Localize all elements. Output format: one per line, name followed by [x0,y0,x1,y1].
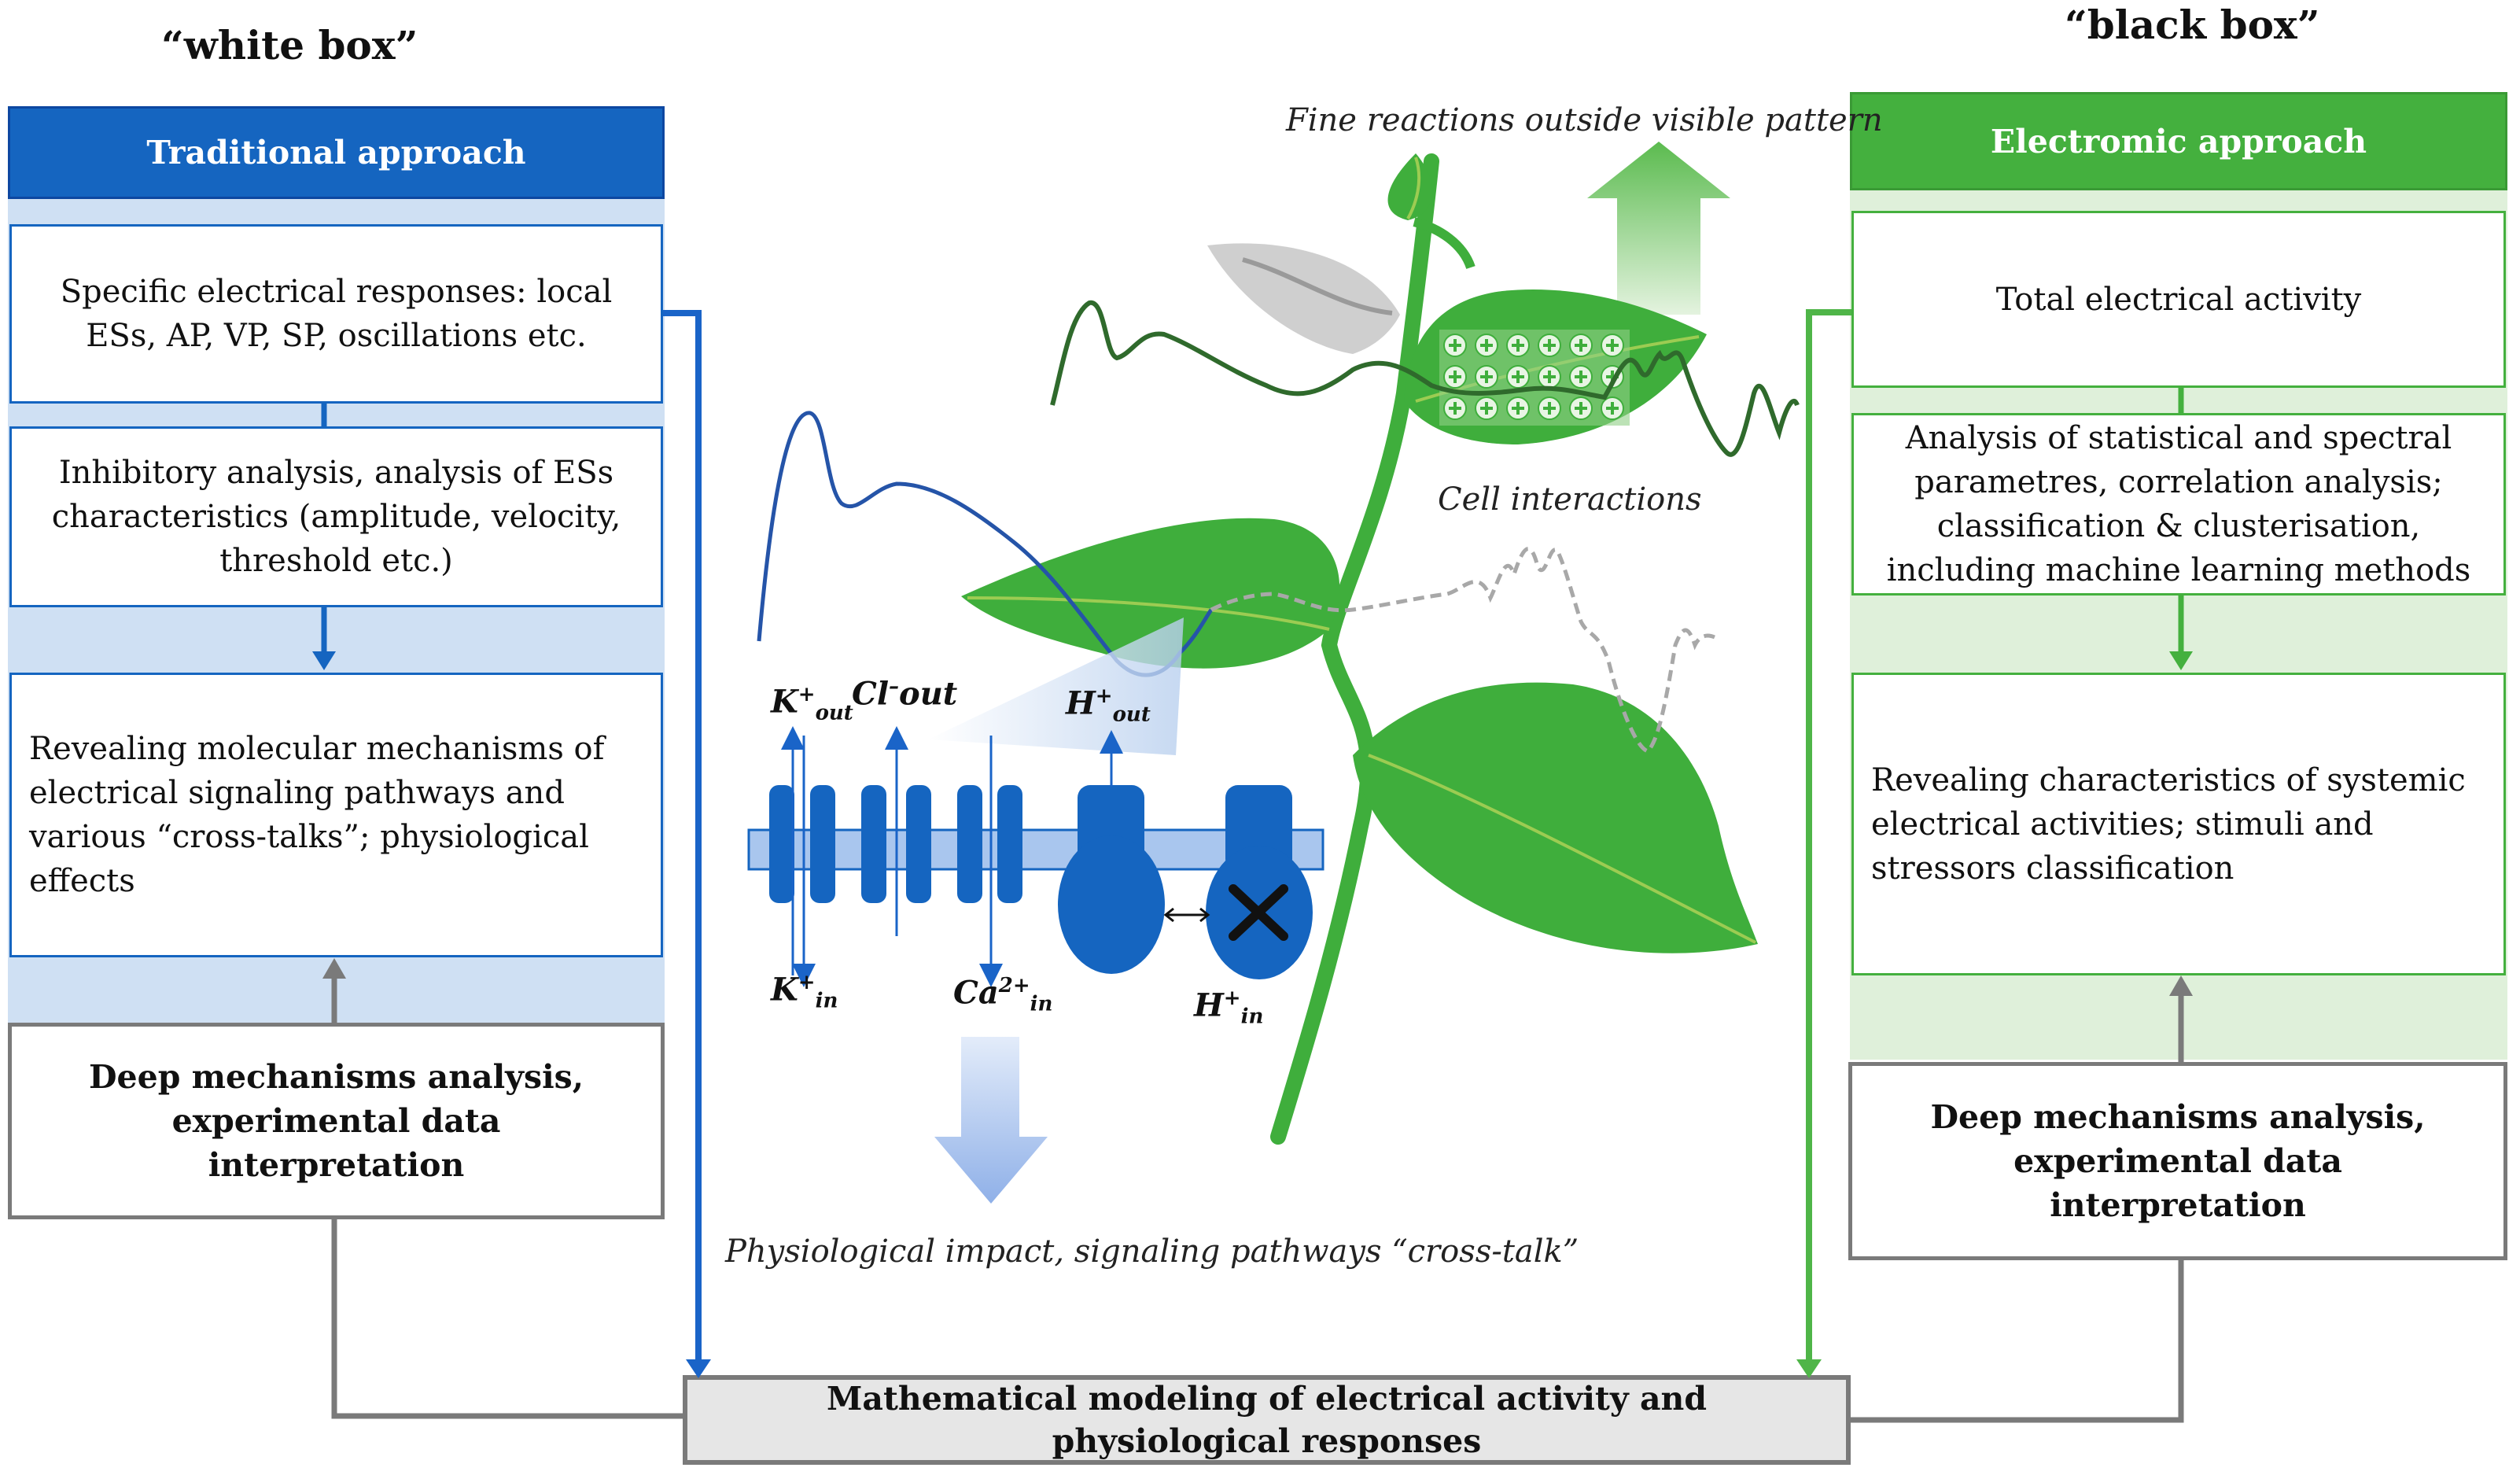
left-deep-analysis-box: Deep mechanisms analysis, experimental d… [8,1023,665,1219]
left-column-arrows [312,404,346,1023]
cell-plus-mark [1480,402,1493,415]
gray-dashed-wave [1210,547,1715,754]
left-box-molecular-mechanisms: Revealing molecular mechanisms of electr… [9,673,663,957]
right-header: Electromic approach [1850,92,2507,190]
cell-plus-mark [1512,402,1524,415]
right-box-total-activity: Total electrical activity [1851,211,2506,388]
middle-left-leaf-graphic [961,518,1340,669]
cell-plus-mark [1606,402,1619,415]
cell-plus-mark [1449,402,1461,415]
down-arrow [934,1037,1048,1204]
cell-plus-mark [1575,402,1587,415]
cl-out-label: Cl–out [852,675,958,713]
cell-plus-mark [1543,402,1556,415]
cell-plus-mark [1606,339,1619,352]
left-box-inhibitory-analysis: Inhibitory analysis, analysis of ESs cha… [9,426,663,607]
k-in-label: K+in [771,971,838,1013]
cell-interactions-label: Cell interactions [1438,481,1702,518]
ca-in-label: Ca2+in [953,974,1053,1016]
white-box-title: “white box” [161,22,418,68]
h-out-label: H+out [1066,684,1151,727]
left-header: Traditional approach [8,106,665,199]
cell-interaction-grid [1439,330,1630,426]
cell-plus-mark [1512,371,1524,383]
top-leaf-graphic [1387,153,1433,220]
zoom-triangle [928,618,1184,755]
black-box-title: “black box” [2065,2,2320,48]
h-in-label: H+in [1194,986,1264,1029]
right-box-statistical-analysis: Analysis of statistical and spectral par… [1851,413,2506,596]
cell-plus-mark [1449,371,1461,383]
up-arrow [1587,142,1730,315]
cell-plus-mark [1480,371,1493,383]
mathematical-modeling-box: Mathematical modeling of electrical acti… [683,1375,1851,1465]
physiological-impact-label: Physiological impact, signaling pathways… [725,1233,1579,1270]
k-out-label: K+out [771,683,853,725]
plant-stem-graphic [1270,153,1476,1145]
right-column-arrows [2169,388,2193,1062]
cell-plus-mark [1575,339,1587,352]
connector-lines [331,309,2184,1423]
cell-plus-mark [1575,371,1587,383]
proton-pumps-graphic [1058,785,1313,979]
cell-plus-mark [1480,339,1493,352]
ion-channels-graphic [769,785,1022,903]
left-box-specific-responses: Specific electrical responses: local ESs… [9,224,663,404]
cell-grid-background [1439,330,1630,426]
cell-plus-mark [1543,339,1556,352]
cell-plus-mark [1449,339,1461,352]
right-box-systemic-characteristics: Revealing characteristics of systemic el… [1851,673,2506,975]
gray-leaf-graphic [1207,243,1400,354]
fine-reactions-label: Fine reactions outside visible pattern [1286,102,1883,138]
lower-right-leaf-graphic [1353,682,1758,953]
right-deep-analysis-box: Deep mechanisms analysis, experimental d… [1848,1062,2507,1260]
cell-plus-mark [1543,371,1556,383]
dark-green-wave [1050,300,1800,457]
ion-flux-arrows [781,726,1123,987]
cell-plus-mark [1512,339,1524,352]
